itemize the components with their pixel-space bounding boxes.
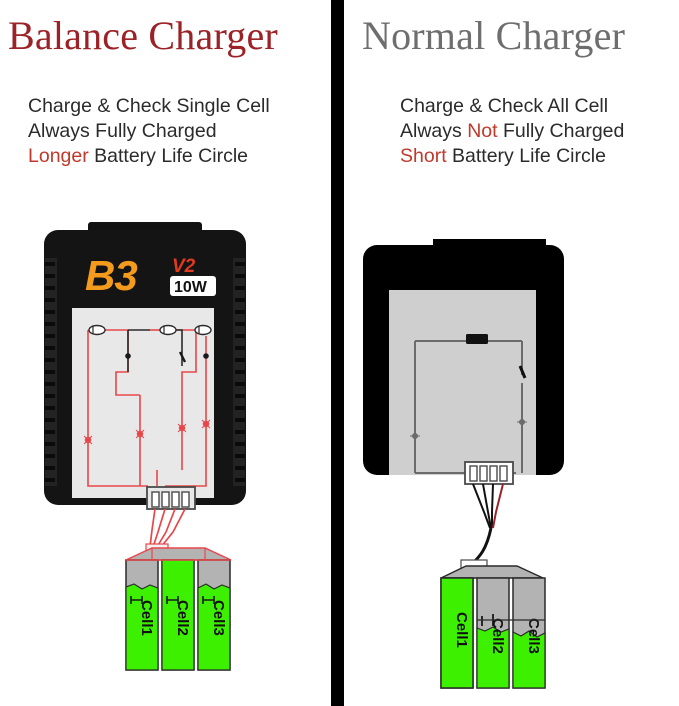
- normal-charger-panel: Normal Charger Charge & Check All Cell A…: [344, 0, 679, 706]
- bullet-text: Battery Life Circle: [446, 145, 606, 167]
- bullet-text: Battery Life Circle: [88, 145, 249, 167]
- normal-battery-pack: Cell1 Cell2 Cell3: [440, 565, 546, 689]
- charger-left-ridges: [45, 258, 57, 486]
- balance-charger-panel: Balance Charger Charge & Check Single Ce…: [0, 0, 330, 706]
- battery-cell: Cell1: [125, 559, 159, 671]
- bullet-item: Longer Battery Life Circle: [28, 144, 270, 169]
- normal-charger-cable: [468, 483, 504, 568]
- cell-label: Cell1: [138, 600, 155, 636]
- pack-top-face: [440, 565, 544, 579]
- charger-right-ridges: [233, 258, 245, 486]
- balance-charger-bullets: Charge & Check Single Cell Always Fully …: [28, 94, 270, 169]
- board-substrate: [72, 308, 214, 498]
- brand-text: B3: [85, 252, 137, 299]
- balance-wires: [149, 508, 186, 548]
- bullet-text: Fully Charged: [497, 120, 625, 142]
- normal-charger-title: Normal Charger: [362, 13, 626, 58]
- cell-label: Cell1: [453, 612, 470, 648]
- bullet-item: Charge & Check Single Cell: [28, 94, 270, 119]
- power-text: 10W: [174, 279, 208, 296]
- normal-charger-device: [363, 239, 564, 485]
- battery-cell: Cell1: [440, 577, 474, 689]
- balance-charger-title: Balance Charger: [8, 13, 278, 58]
- charger-brand-logo: B3 V2 10W: [85, 252, 216, 299]
- balance-charger-illustration: B3 V2 10W: [44, 222, 246, 671]
- balance-charger-device: B3 V2 10W: [44, 222, 246, 510]
- charger-balance-connector: [146, 486, 196, 510]
- battery-cell: Cell3: [512, 577, 546, 689]
- board-component-chip: [466, 334, 488, 344]
- bullet-item: Always Fully Charged: [28, 119, 270, 144]
- bullet-highlight: Not: [467, 120, 498, 142]
- battery-cell: Cell2: [161, 559, 195, 671]
- version-text: V2: [172, 256, 196, 277]
- normal-charger-illustration: Cell1 Cell2 Cell3: [363, 239, 564, 689]
- board-via-crosses: [410, 417, 527, 441]
- bullet-item: Always Not Fully Charged: [400, 119, 624, 144]
- panel-divider: [331, 0, 344, 706]
- power-badge: [170, 276, 216, 296]
- bullet-text: Always Fully Charged: [28, 120, 217, 142]
- charger-circuit-board: [389, 290, 536, 475]
- bullet-highlight: Short: [400, 145, 447, 167]
- battery-cell: Cell3: [197, 559, 231, 671]
- cell-label: Cell2: [489, 618, 506, 654]
- pack-top-face: [125, 547, 232, 561]
- bullet-text: Charge & Check All Cell: [400, 95, 609, 117]
- charger-circuit-board: [72, 308, 214, 498]
- board-substrate: [389, 290, 536, 475]
- cell-label: Cell2: [174, 600, 191, 636]
- bullet-item: Short Battery Life Circle: [400, 144, 624, 169]
- cell-label: Cell3: [525, 618, 542, 654]
- balance-battery-pack: Cell1 Cell2 Cell3: [125, 547, 232, 671]
- battery-cell: Cell2: [476, 577, 510, 689]
- cell-label: Cell3: [210, 600, 227, 636]
- bullet-highlight: Longer: [28, 145, 89, 167]
- board-components: [83, 324, 212, 445]
- bullet-text: Charge & Check Single Cell: [28, 95, 270, 117]
- normal-charger-bullets: Charge & Check All Cell Always Not Fully…: [400, 94, 624, 169]
- bullet-text: Always: [400, 120, 468, 142]
- charger-output-connector: [464, 461, 514, 485]
- bullet-item: Charge & Check All Cell: [400, 94, 624, 119]
- board-component-diode: [518, 365, 527, 379]
